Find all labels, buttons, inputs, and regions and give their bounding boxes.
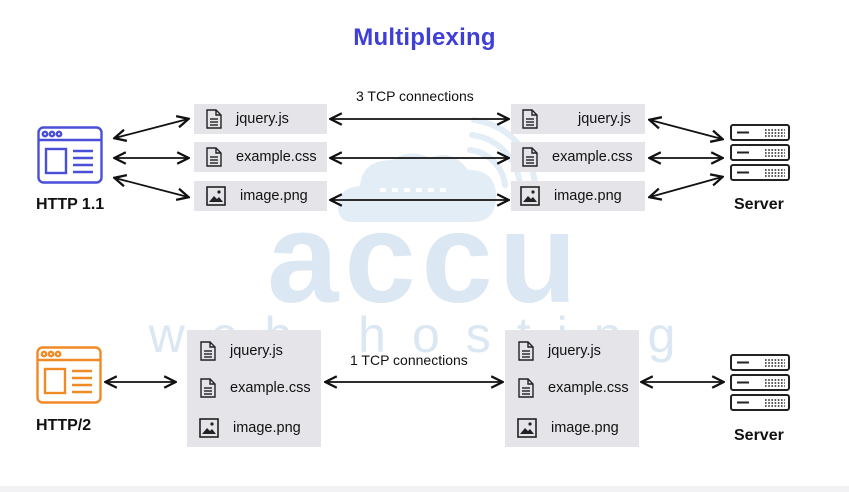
http1-client-file-image: image.png (206, 182, 308, 210)
http1-browser-icon (37, 126, 103, 184)
file-name: jquery.js (236, 111, 289, 127)
arrow-http1-browser-image (115, 178, 188, 197)
http2-server-icon (730, 354, 790, 411)
http1-client-file-box-3 (194, 181, 327, 211)
file-name: image.png (551, 420, 619, 436)
http2-protocol-label: HTTP/2 (36, 417, 92, 434)
image-icon (517, 418, 537, 438)
file-name: example.css (548, 380, 629, 396)
http2-server-file-image: image.png (517, 414, 619, 442)
arrow-http1-browser-jquery (115, 119, 188, 138)
file-icon (518, 378, 534, 398)
file-name: image.png (233, 420, 301, 436)
arrow-http1-server-jquery (650, 120, 722, 139)
http2-server-label: Server (734, 427, 784, 444)
file-icon (206, 109, 222, 129)
file-name: image.png (240, 188, 308, 204)
arrow-http1-server-image (650, 177, 722, 197)
http2-client-file-example-css: example.css (200, 374, 311, 402)
file-icon (522, 147, 538, 167)
image-icon (520, 186, 540, 206)
http1-server-icon (730, 124, 790, 181)
image-icon (206, 186, 226, 206)
file-name: jquery.js (578, 111, 631, 127)
file-icon (206, 147, 222, 167)
http2-connection-label: 1 TCP connections (350, 352, 468, 368)
file-name: example.css (552, 149, 633, 165)
http1-server-file-example-css: example.css (522, 143, 633, 171)
file-icon (522, 109, 538, 129)
file-icon (518, 341, 534, 361)
http1-server-file-box-3 (511, 181, 645, 211)
file-icon (200, 341, 216, 361)
http1-client-file-example-css: example.css (206, 143, 317, 171)
http2-server-file-example-css: example.css (518, 374, 629, 402)
bottom-strip (0, 486, 849, 492)
file-name: example.css (230, 380, 311, 396)
file-name: image.png (554, 188, 622, 204)
file-name: example.css (236, 149, 317, 165)
http2-client-file-image: image.png (199, 414, 301, 442)
http2-server-file-jquery: jquery.js (518, 337, 601, 365)
http1-connection-label: 3 TCP connections (356, 88, 474, 104)
http1-server-file-jquery: jquery.js (522, 105, 631, 133)
http1-client-file-jquery: jquery.js (206, 105, 289, 133)
file-icon (200, 378, 216, 398)
file-name: jquery.js (230, 343, 283, 359)
http1-server-label: Server (734, 196, 784, 213)
http1-server-file-image: image.png (520, 182, 622, 210)
http2-browser-icon (36, 346, 102, 404)
http2-client-file-jquery: jquery.js (200, 337, 283, 365)
page-title: Multiplexing (353, 24, 496, 51)
image-icon (199, 418, 219, 438)
file-name: jquery.js (548, 343, 601, 359)
http1-protocol-label: HTTP 1.1 (36, 196, 105, 213)
